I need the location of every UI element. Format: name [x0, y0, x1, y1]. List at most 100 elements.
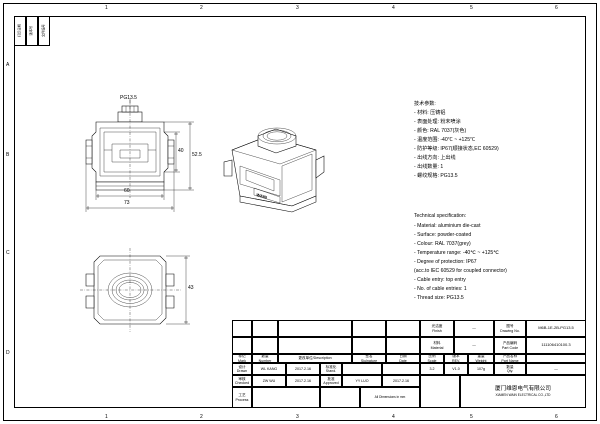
col-mark-5: 5 [470, 5, 473, 11]
spec-en-line-2: - Surface: powder-coated [414, 232, 472, 238]
tb-company-name: 厦门维恩电气有限公司 XIAMEN WAIN ELECTRICAL CO.,LT… [460, 375, 586, 408]
spec-cn-line-8: - 螺纹规格: PG13.5 [414, 173, 458, 179]
surface-symbol-icon [321, 388, 360, 408]
dim-pg135: PG13.5 [120, 95, 137, 101]
stamp-version-text: 版本号 [29, 26, 34, 36]
spec-en-line-6: (acc.to IEC 60529 for coupled connector) [414, 268, 507, 274]
tb-qty-label: 数量 Qty. [494, 363, 526, 375]
stamp-print-date-text: 打印日期 [17, 24, 22, 38]
spec-cn-line-4: - 温度范围: -40℃ ~ +125℃ [414, 137, 476, 143]
dim-60: 60 [124, 188, 130, 194]
tb-weight-label: 重量 Weight [468, 354, 494, 363]
tb-checked-date: 2017.2.16 [286, 375, 320, 387]
tb-rev-label: 版本 REV. [444, 354, 468, 363]
col-mark-bottom-1: 1 [105, 414, 108, 420]
tb-head-mark: 标记 Mark [232, 354, 252, 363]
tb-role-process: 工艺 Process [232, 387, 252, 408]
tb-rev-blank-3 [278, 320, 352, 337]
tb-company-en: XIAMEN WAIN ELECTRICAL CO.,LTD [495, 392, 551, 397]
tb-scale-label: 比例 Scale [420, 354, 444, 363]
tb-role-stand: 标准化 Stand. [320, 363, 342, 375]
tb-stand-name [342, 363, 382, 375]
dim-52-5: 52.5 [192, 152, 202, 158]
tb-rev-blank-7 [252, 337, 278, 354]
tb-rev-blank-5 [386, 320, 420, 337]
col-mark-bottom-6: 6 [555, 414, 558, 420]
tb-process-value [252, 387, 320, 408]
row-mark-d: D [6, 350, 10, 356]
spec-cn-line-1: - 材料: 压铸铝 [414, 110, 446, 116]
tb-approved-date: 2017.2.16 [382, 375, 420, 387]
tb-rev-blank-8 [278, 337, 352, 354]
tb-approved-name: YY LUO [342, 375, 382, 387]
col-mark-bottom-4: 4 [392, 414, 395, 420]
tb-drawn-name: WL KANG [252, 363, 286, 375]
tb-scale-value: 3.2 [420, 363, 444, 375]
tb-rev-blank-2 [252, 320, 278, 337]
tb-head-number: 数量 Number [252, 354, 278, 363]
tb-weight-value: 107g [468, 363, 494, 375]
tb-material-value: — [454, 337, 494, 354]
spec-en-line-8: - No. of cable entries: 1 [414, 286, 467, 292]
tb-drawn-date: 2017.2.16 [286, 363, 320, 375]
col-mark-bottom-3: 3 [296, 414, 299, 420]
company-logo-icon: WAIN [421, 376, 460, 408]
tb-drawing-no-value: M6B-1E-2B-PG13.5 [526, 320, 586, 337]
tb-head-date: 日期 Date [386, 354, 420, 363]
tb-part-name-label: 产品名称 Part Name [494, 354, 526, 363]
spec-en-line-1: - Material: aluminium die-cast [414, 223, 481, 229]
tb-role-approved: 批准 Approved [320, 375, 342, 387]
tb-rev-blank-10 [386, 337, 420, 354]
dim-43: 43 [188, 285, 194, 291]
row-mark-b: B [6, 152, 10, 158]
tb-part-code-label: 产品编码 Part Code [494, 337, 526, 354]
stamp-doc-no-text: 文件编号 [41, 24, 46, 38]
col-mark-bottom-5: 5 [470, 414, 473, 420]
tb-company-cn: 厦门维恩电气有限公司 [495, 385, 551, 392]
tb-part-name-value [526, 354, 586, 363]
col-mark-3: 3 [296, 5, 299, 11]
spec-cn-line-5: - 防护等级: IP67(顺接状态,EC 60529) [414, 146, 499, 152]
sheet-outer-border [3, 3, 597, 421]
stamp-doc-no: 文件编号 [38, 16, 50, 46]
stamp-version: 版本号 [26, 16, 38, 46]
tb-note-line1: All Dimensions in mm [374, 394, 406, 399]
tb-checked-name: ZW WU [252, 375, 286, 387]
spec-en-line-7: - Cable entry: top entry [414, 277, 466, 283]
tb-rev-blank-4 [352, 320, 386, 337]
spec-cn-line-2: - 表面处理: 粉末喷涂 [414, 119, 461, 125]
tb-role-drawn: 设计 Drawn [232, 363, 252, 375]
tb-rev-blank-1 [232, 320, 252, 337]
spec-en-line-9: - Thread size: PG13.5 [414, 295, 464, 301]
dim-73: 73 [124, 200, 130, 206]
tb-head-signature: 签名 Siulnature [352, 354, 386, 363]
spec-cn-heading: 技术参数: [414, 101, 436, 107]
dim-40: 40 [178, 148, 184, 154]
tb-rev-blank-6 [232, 337, 252, 354]
spec-cn-line-6: - 出线方向: 上出线 [414, 155, 456, 161]
row-mark-c: C [6, 250, 10, 256]
tb-finish-value: — [454, 320, 494, 337]
col-mark-2: 2 [200, 5, 203, 11]
col-mark-4: 4 [392, 5, 395, 11]
tb-head-description: 更改单位/Description [278, 354, 352, 363]
tb-rev-blank-9 [352, 337, 386, 354]
col-mark-1: 1 [105, 5, 108, 11]
tb-rev-value: V1.0 [444, 363, 468, 375]
spec-en-line-5: - Degree of protection: IP67 [414, 259, 477, 265]
tb-part-code-value: 111106410100.3 [526, 337, 586, 354]
stamp-print-date: 打印日期 [14, 16, 26, 46]
tb-symbol-1 [320, 387, 360, 408]
spec-cn-line-3: - 颜色: RAL 7037(灰色) [414, 128, 467, 134]
tb-role-checked: 审核 Checked [232, 375, 252, 387]
spec-cn-line-7: - 出线数量: 1 [414, 164, 444, 170]
spec-en-heading: Technical specification: [414, 213, 467, 219]
tb-drawing-no-label: 图号 Drawing No. [494, 320, 526, 337]
tb-material-label: 材料 Material [420, 337, 454, 354]
row-mark-a: A [6, 62, 10, 68]
tb-qty-value: — [526, 363, 586, 375]
tb-note-dimensions: All Dimensions in mm [360, 387, 420, 408]
tb-finish-label: 光洁度 Finish [420, 320, 454, 337]
title-block: 标记 Mark 数量 Number 更改单位/Description 签名 Si… [232, 320, 586, 408]
